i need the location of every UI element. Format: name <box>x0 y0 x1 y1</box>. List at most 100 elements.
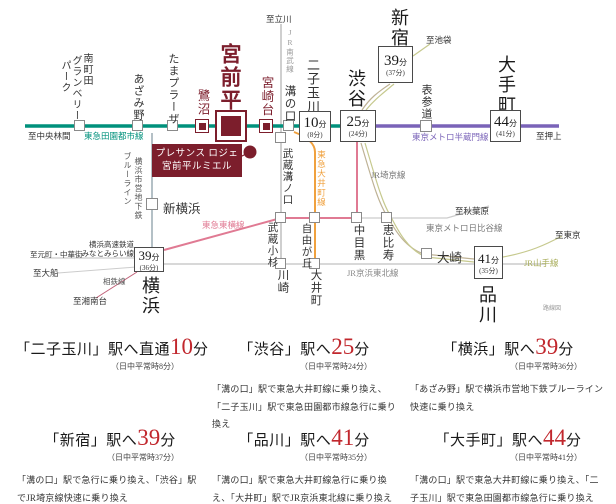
destination-block-shinjuku: 「新宿」駅へ39分 （日中平常時37分） 「溝の口」駅で急行に乗り換え、「渋谷」… <box>15 425 205 504</box>
station-label-nakameguro: 中目黒 <box>352 224 365 262</box>
station-label-mizonokuchi: 溝の口 <box>283 85 296 123</box>
station-label-miyamaedaira: 宮前平 <box>218 43 242 112</box>
heading-unit: 分 <box>160 433 176 449</box>
time-box-yokohama: 39分 (36分) <box>134 247 164 272</box>
property-name-line1: プレサンス ロジェ <box>155 148 239 159</box>
station-label-miyazakidai: 宮崎台 <box>259 76 274 117</box>
property-dot <box>243 145 257 159</box>
time-note: (37分) <box>386 68 405 77</box>
line-label-blueline: ブルーライン <box>123 152 132 206</box>
line-to-ikebukuro <box>412 43 431 57</box>
direction-tachikawa: 至立川 <box>266 14 292 24</box>
heading-minutes: 44 <box>543 425 566 450</box>
destination-heading: 「品川」駅へ41分 <box>210 425 398 451</box>
time-box-otemachi: 44分 (41分) <box>490 110 521 142</box>
time-box-shibuya: 25分 (24分) <box>340 110 376 142</box>
time-note: (36分) <box>139 263 159 272</box>
line-label-nambu: JR南武線 <box>285 28 295 74</box>
heading-minutes: 41 <box>331 425 355 450</box>
saikyo-to-shinjuku <box>361 83 391 111</box>
station-square-mizonokuchi <box>283 120 294 131</box>
time-unit: 分 <box>151 252 160 262</box>
time-value: 44 <box>494 114 509 130</box>
heading-text: 「品川」駅へ <box>238 433 332 449</box>
heading-unit: 分 <box>193 342 209 358</box>
line-label-minatomirai: 横浜高速鉄道 みなとみらい線 <box>76 240 135 259</box>
heading-text: 「渋谷」駅へ <box>238 342 332 358</box>
station-label-oimachi: 大井町 <box>309 269 322 307</box>
heading-minutes: 39 <box>535 334 559 359</box>
oimachi-line <box>293 131 316 264</box>
time-note: (8分) <box>307 130 323 139</box>
heading-minutes: 10 <box>170 334 194 359</box>
time-value: 41 <box>478 250 491 266</box>
time-value: 39 <box>138 247 152 263</box>
destination-note: （日中平常時36分） <box>510 362 582 371</box>
heading-unit: 分 <box>566 433 582 449</box>
station-square-musashimizonokuchi <box>275 132 286 143</box>
heading-minutes: 25 <box>331 334 355 359</box>
heading-unit: 分 <box>558 342 574 358</box>
station-square-minamimachida <box>74 120 85 131</box>
heading-unit: 分 <box>354 433 370 449</box>
destination-block-futakotamagawa: 「二子玉川」駅へ直通10分 （日中平常時8分） <box>15 334 208 381</box>
sotetsu-line <box>95 271 138 299</box>
station-label-musashikosugi: 武蔵小杉 <box>266 222 278 268</box>
line-label-yamanote: JR山手線 <box>524 258 559 268</box>
station-label-jiyugaoka: 自由が丘 <box>300 223 312 269</box>
time-box-futakotamagawa: 10分 (8分) <box>299 111 331 142</box>
direction-chuorinkan: 至中央林間 <box>28 131 71 141</box>
time-value: 10 <box>303 114 319 131</box>
heading-text: 「横浜」駅へ <box>442 342 536 358</box>
heading-minutes: 39 <box>137 425 161 450</box>
station-label-osaki: 大崎 <box>437 251 463 265</box>
rail-lines-graphic <box>25 24 563 299</box>
destination-note: （日中平常時8分） <box>111 362 179 371</box>
line-label-keihintohoku: JR京浜東北線 <box>347 268 399 278</box>
direction-tokyo: 至東京 <box>555 230 581 240</box>
destination-block-shibuya: 「渋谷」駅へ25分 （日中平常時24分） 「溝の口」駅で東急大井町線に乗り換え、… <box>210 334 398 434</box>
property-callout: プレサンス ロジェ 宮前平ルミエル <box>152 144 242 177</box>
time-box-shinagawa: 41分 (35分) <box>474 246 503 279</box>
yamanote-to-shinjuku <box>365 83 395 111</box>
station-square-miyazakidai <box>259 119 273 133</box>
line-label-oimachi: 東急大井町線 <box>316 150 327 207</box>
station-square-osaki <box>421 248 432 259</box>
station-square-saginuma <box>195 119 209 133</box>
station-square-oimachi <box>309 258 320 269</box>
destination-note: （日中平常時37分） <box>107 453 179 462</box>
map-footnote: 路線図 <box>543 306 562 312</box>
destination-heading: 「二子玉川」駅へ直通10分 <box>15 334 208 360</box>
station-label-otemachi: 大手町 <box>496 55 516 115</box>
station-label-futakotamagawa: 二子玉川 <box>305 58 320 114</box>
station-label-ebisu: 恵比寿 <box>381 224 394 262</box>
time-value: 25 <box>346 114 362 130</box>
destination-desc: 「溝の口」駅で東急大井町線急行に乗り換え、「大井町」駅でJR京浜東北線に乗り換え <box>212 475 393 503</box>
station-label-shinagawa: 品川 <box>477 285 497 325</box>
time-unit: 分 <box>509 119 517 128</box>
station-label-yokohama: 横浜 <box>140 276 160 316</box>
direction-oshiage: 至押上 <box>536 131 562 141</box>
destination-block-yokohama: 「横浜」駅へ39分 （日中平常時36分） 「あざみ野」駅で横浜市営地下鉄ブルーラ… <box>408 334 608 416</box>
destination-heading: 「新宿」駅へ39分 <box>15 425 205 451</box>
line-label-minatomirai-1: 横浜高速鉄道 <box>89 240 134 249</box>
station-label-minamimachida-3: パーク <box>59 60 70 93</box>
direction-ofuna: 至大船 <box>33 268 59 278</box>
destination-heading: 「横浜」駅へ39分 <box>408 334 608 360</box>
time-note: (24分) <box>348 130 368 138</box>
station-square-miyamaedaira <box>215 110 247 142</box>
heading-unit: 分 <box>354 342 370 358</box>
line-label-subway: 横浜市営地下鉄 <box>134 157 143 220</box>
time-unit: 分 <box>318 119 327 129</box>
destination-note: （日中平常時35分） <box>300 453 372 462</box>
station-label-azamino: あざみ野 <box>132 73 144 121</box>
station-label-saginuma: 鷺沼 <box>195 89 210 116</box>
station-label-shibuya: 渋谷 <box>346 69 366 109</box>
direction-akihabara: 至秋葉原 <box>455 206 490 216</box>
station-label-minamimachida-1: 南町田 <box>81 53 92 86</box>
destination-desc: 「溝の口」駅で東急大井町線に乗り換え、「二子玉川」駅で東急田園都市線急行に乗り換… <box>212 384 397 430</box>
line-label-hibiya: 東京メトロ日比谷線 <box>426 223 503 233</box>
heading-text: 「大手町」駅へ <box>434 433 543 449</box>
ofuna-line <box>57 266 137 274</box>
